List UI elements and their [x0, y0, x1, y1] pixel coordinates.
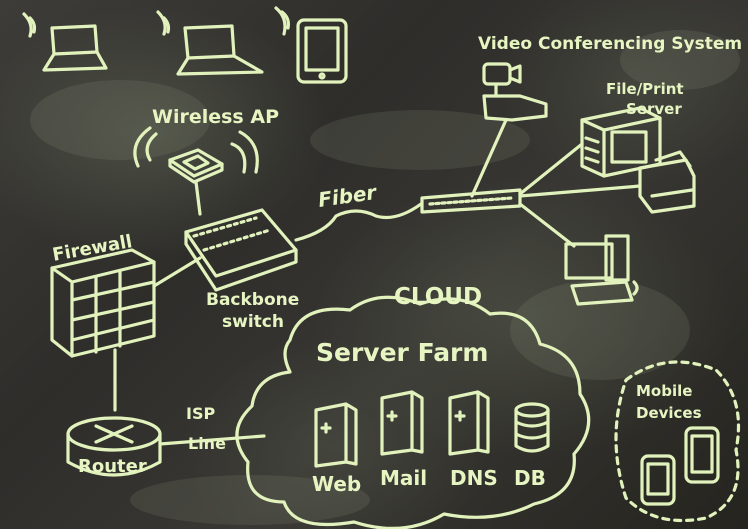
wireless-ap-icon	[133, 126, 259, 216]
tablet-icon	[274, 6, 348, 84]
cloud-label: CLOUD	[394, 284, 483, 310]
chalk-smudges	[30, 30, 740, 525]
db-label: DB	[514, 466, 546, 490]
router-icon	[66, 416, 266, 477]
isp-label: ISP	[186, 404, 216, 423]
phone-icon	[640, 454, 676, 506]
router-label: Router	[78, 456, 147, 477]
dns-server-icon	[448, 390, 490, 456]
switch-label: switch	[222, 312, 284, 332]
database-icon	[514, 402, 550, 453]
laptop-icon	[156, 10, 264, 76]
network-switch-icon	[420, 188, 522, 214]
backbone-label: Backbone	[206, 290, 300, 310]
printer-icon	[518, 150, 696, 214]
mail-label: Mail	[380, 466, 428, 490]
laptop-icon	[22, 12, 108, 72]
video-camera-icon	[470, 62, 548, 198]
dns-label: DNS	[450, 466, 498, 490]
server-label: Server	[626, 100, 682, 118]
wireless-ap-label: Wireless AP	[152, 106, 279, 128]
line-label: Line	[188, 434, 226, 453]
devices-label: Devices	[636, 404, 702, 422]
phone-icon	[684, 426, 720, 484]
fiber-link	[294, 202, 423, 242]
backbone-switch-icon	[184, 208, 298, 292]
cloud-shape	[235, 295, 591, 529]
mail-server-icon	[380, 390, 424, 456]
workstation-icon	[518, 202, 639, 306]
mobile-devices-boundary	[614, 360, 741, 523]
firewall-icon	[50, 248, 202, 412]
web-server-icon	[314, 402, 358, 468]
server-farm-label: Server Farm	[316, 338, 489, 367]
file-print-label: File/Print	[606, 80, 684, 98]
web-label: Web	[312, 472, 362, 496]
mobile-label: Mobile	[636, 382, 693, 400]
video-conferencing-label: Video Conferencing System	[478, 34, 743, 54]
